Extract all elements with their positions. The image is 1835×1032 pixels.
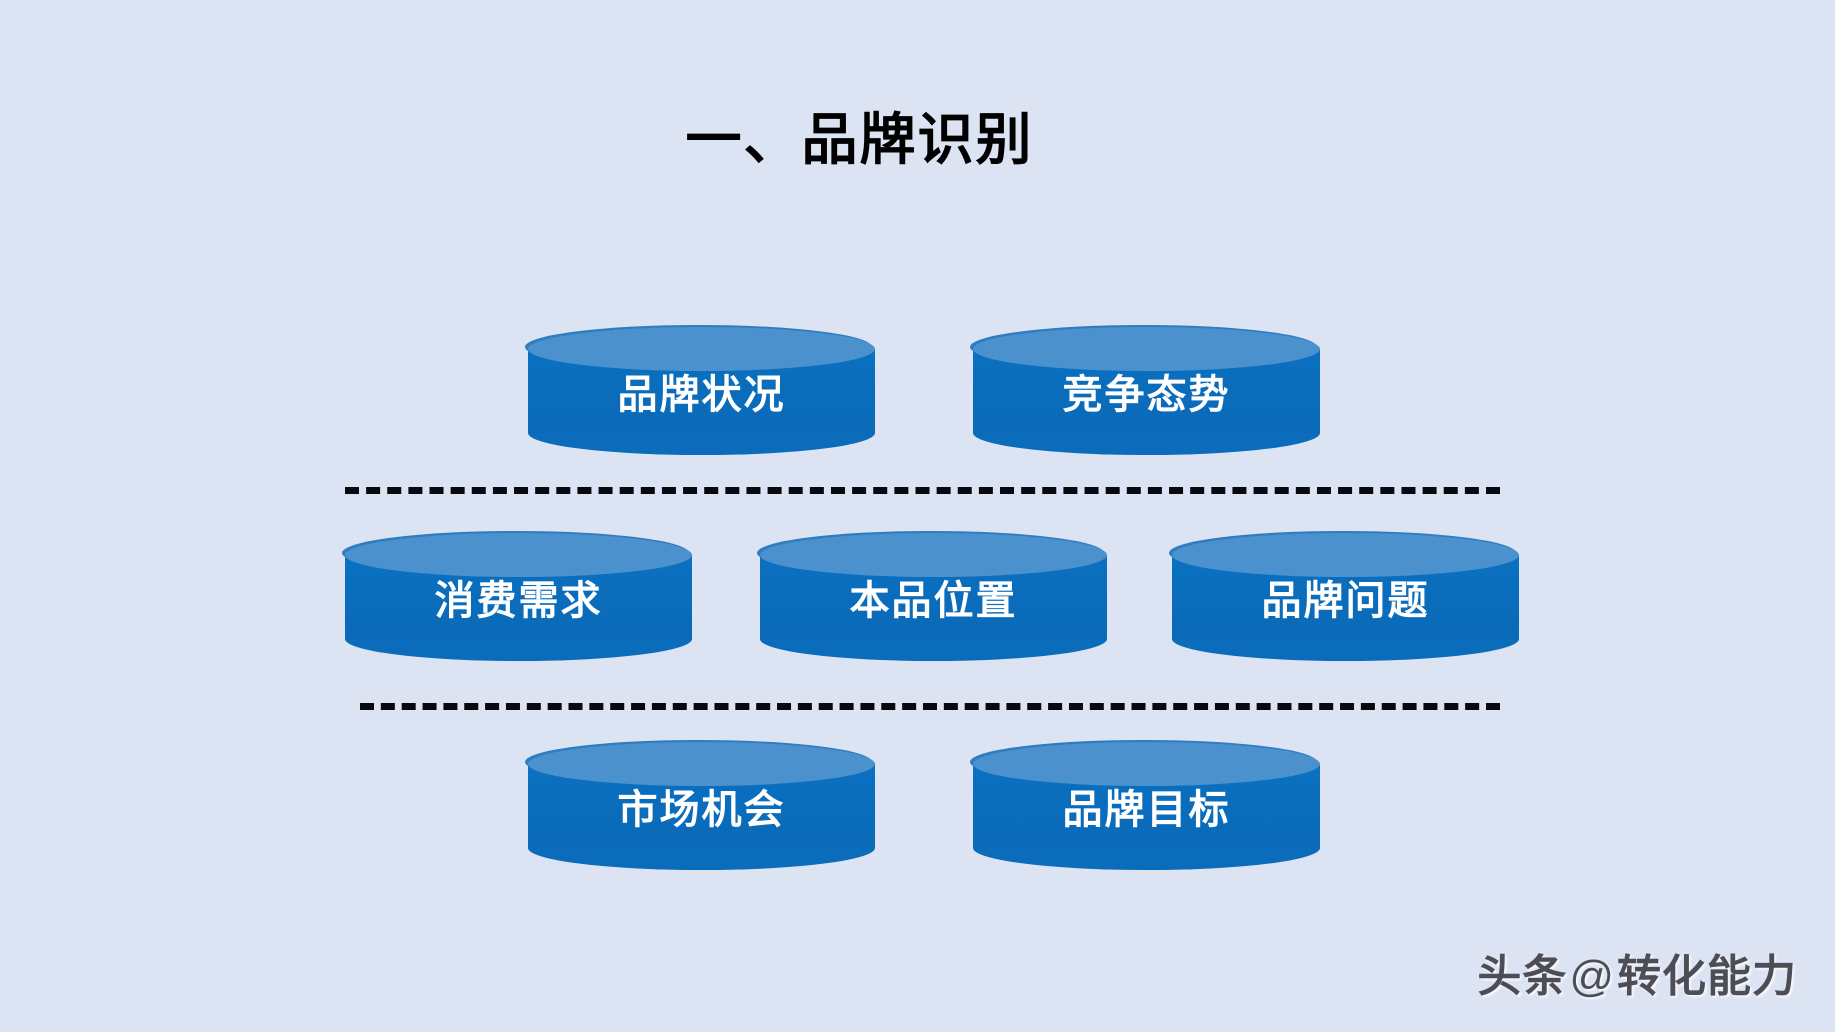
cylinder-top-ellipse xyxy=(973,327,1320,371)
cylinder-node[interactable]: 品牌目标 xyxy=(970,740,1320,870)
watermark: 头条@转化能力 xyxy=(1477,940,1797,1004)
cylinder-node[interactable]: 本品位置 xyxy=(757,531,1107,661)
cylinder-top-ellipse xyxy=(528,742,875,786)
cylinder-node[interactable]: 消费需求 xyxy=(342,531,692,661)
cylinder-label: 品牌状况 xyxy=(617,373,786,417)
watermark-handle: 转化能力 xyxy=(1617,952,1797,1001)
cylinder-label: 品牌目标 xyxy=(1062,788,1231,832)
cylinder-top-ellipse xyxy=(760,533,1107,577)
cylinder-top-ellipse xyxy=(973,742,1320,786)
watermark-source: 头条 xyxy=(1477,952,1568,1001)
divider-line-top xyxy=(345,487,1500,494)
cylinder-top-ellipse xyxy=(345,533,692,577)
cylinder-node[interactable]: 竞争态势 xyxy=(970,325,1320,455)
cylinder-top-ellipse xyxy=(1172,533,1519,577)
divider-line-bottom xyxy=(360,703,1500,710)
cylinder-label: 消费需求 xyxy=(434,579,603,623)
cylinder-node[interactable]: 市场机会 xyxy=(525,740,875,870)
cylinder-label: 本品位置 xyxy=(849,579,1018,623)
cylinder-node[interactable]: 品牌状况 xyxy=(525,325,875,455)
cylinder-label: 竞争态势 xyxy=(1062,373,1231,417)
page-title: 一、品牌识别 xyxy=(685,108,1034,171)
cylinder-label: 品牌问题 xyxy=(1261,579,1430,623)
cylinder-top-ellipse xyxy=(528,327,875,371)
cylinder-label: 市场机会 xyxy=(617,788,786,832)
cylinder-node[interactable]: 品牌问题 xyxy=(1169,531,1519,661)
watermark-at-icon: @ xyxy=(1569,952,1615,1001)
